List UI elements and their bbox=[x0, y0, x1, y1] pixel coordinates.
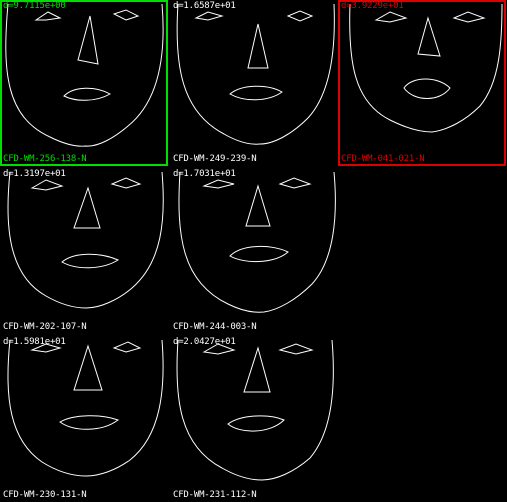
face-outline-drawing bbox=[176, 3, 335, 145]
face-id-label: CFD-WM-230-131-N bbox=[3, 490, 87, 500]
face-outline-drawing bbox=[349, 3, 503, 133]
face-id-label: CFD-WM-231-112-N bbox=[173, 490, 257, 500]
face-tile[interactable]: d=9.7115e+00 CFD-WM-256-138-N bbox=[0, 0, 168, 166]
face-outline-drawing bbox=[178, 171, 336, 313]
face-id-label: CFD-WM-244-003-N bbox=[173, 322, 257, 332]
face-outline-drawing bbox=[7, 171, 164, 309]
face-tile[interactable]: d=3.9229e+01 CFD-WM-041-021-N bbox=[338, 0, 506, 166]
face-tile[interactable]: d=2.0427e+01 CFD-WM-231-112-N bbox=[170, 336, 338, 502]
face-tile[interactable]: d=1.6587e+01 CFD-WM-249-239-N bbox=[170, 0, 338, 166]
face-tile[interactable]: d=1.7031e+01 CFD-WM-244-003-N bbox=[170, 168, 338, 334]
distance-label: d=1.7031e+01 bbox=[173, 169, 236, 179]
distance-label: d=2.0427e+01 bbox=[173, 337, 236, 347]
distance-label: d=1.5981e+01 bbox=[3, 337, 66, 347]
face-tile[interactable]: d=1.3197e+01 CFD-WM-202-107-N bbox=[0, 168, 168, 334]
face-outline-drawing bbox=[176, 339, 334, 481]
distance-label: d=3.9229e+01 bbox=[341, 1, 404, 11]
face-outline-drawing bbox=[7, 339, 164, 477]
face-id-label: CFD-WM-256-138-N bbox=[3, 154, 87, 164]
distance-label: d=1.6587e+01 bbox=[173, 1, 236, 11]
face-id-label: CFD-WM-041-021-N bbox=[341, 154, 425, 164]
distance-label: d=9.7115e+00 bbox=[3, 1, 66, 11]
face-id-label: CFD-WM-249-239-N bbox=[173, 154, 257, 164]
face-outline-drawing bbox=[5, 3, 164, 147]
face-id-label: CFD-WM-202-107-N bbox=[3, 322, 87, 332]
face-tile[interactable]: d=1.5981e+01 CFD-WM-230-131-N bbox=[0, 336, 168, 502]
distance-label: d=1.3197e+01 bbox=[3, 169, 66, 179]
